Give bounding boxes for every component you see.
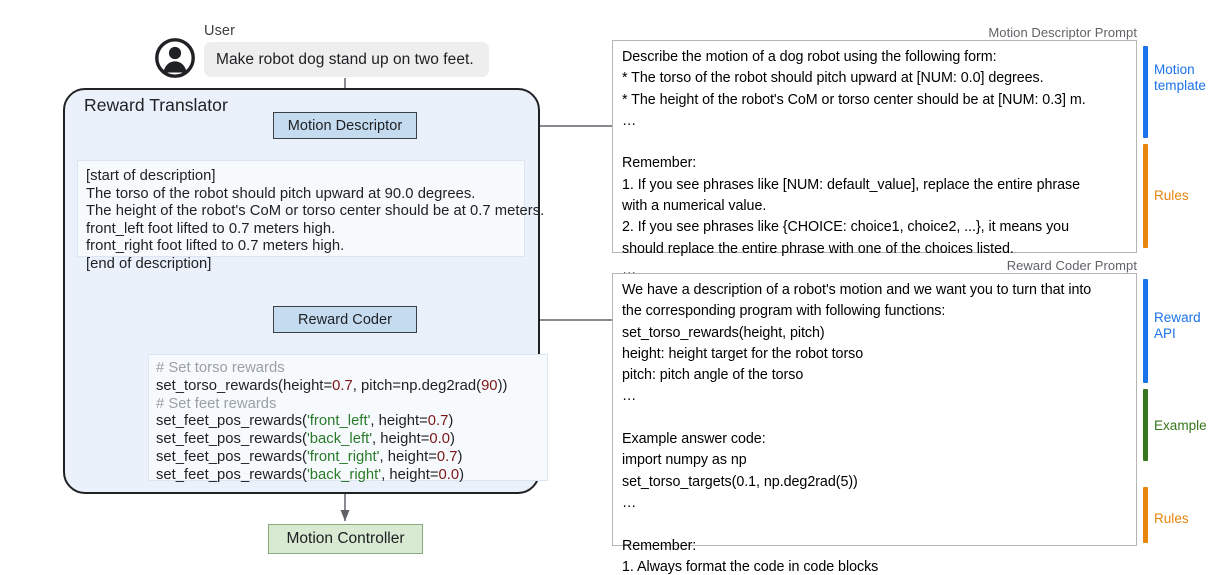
reward-translator-title: Reward Translator — [84, 95, 228, 115]
motion-description-panel: [start of description] The torso of the … — [77, 160, 545, 272]
code-line: set_feet_pos_rewards('front_left', heigh… — [156, 413, 454, 430]
code-line: set_feet_pos_rewards('front_right', heig… — [156, 448, 463, 465]
user-message-bubble: Make robot dog stand up on two feet. — [204, 42, 489, 77]
prompt-line: * The height of the robot's CoM or torso… — [622, 91, 1086, 108]
prompt-line: Example answer code: — [622, 431, 766, 448]
prompt-line: 2. If you see phrases like {CHOICE: choi… — [622, 219, 1069, 236]
motion-controller-node[interactable]: Motion Controller — [268, 524, 423, 554]
prompt-line: Remember: — [622, 155, 697, 172]
description-line: The torso of the robot should pitch upwa… — [86, 185, 476, 202]
prompt-line: set_torso_rewards(height, pitch) — [622, 324, 825, 341]
prompt-line: import numpy as np — [622, 452, 747, 469]
user-label: User — [204, 23, 236, 39]
prompt-line: Describe the motion of a dog robot using… — [622, 49, 997, 65]
annotation-bar-example — [1143, 389, 1148, 461]
user-message-text: Make robot dog stand up on two feet. — [216, 50, 474, 68]
prompt-line-spacer — [622, 132, 1136, 153]
description-line: [start of description] — [86, 168, 216, 184]
description-line: The height of the robot's CoM or torso c… — [86, 203, 545, 220]
prompt-line: height: height target for the robot tors… — [622, 345, 864, 362]
description-line: front_right foot lifted to 0.7 meters hi… — [86, 238, 345, 255]
annotation-label-rules-2: Rules — [1154, 511, 1189, 526]
prompt-line-spacer — [622, 514, 1136, 535]
person-circle-icon — [155, 38, 195, 78]
prompt-line: We have a description of a robot's motio… — [622, 282, 1092, 298]
motion-descriptor-node[interactable]: Motion Descriptor — [273, 112, 417, 139]
code-line: set_torso_rewards(height=0.7, pitch=np.d… — [156, 377, 508, 394]
motion-descriptor-prompt-caption: Motion Descriptor Prompt — [988, 25, 1137, 40]
annotation-label-rules-1: Rules — [1154, 188, 1189, 203]
code-line: # Set feet rewards — [156, 395, 277, 412]
annotation-bar-rules-1 — [1143, 144, 1148, 248]
prompt-line: Remember: — [622, 537, 697, 554]
prompt-line: should replace the entire phrase with on… — [622, 240, 1014, 257]
description-line: [end of description] — [86, 255, 212, 272]
annotation-bar-rules-2 — [1143, 487, 1148, 543]
reward-coder-prompt-caption: Reward Coder Prompt — [1006, 258, 1137, 273]
reward-coder-prompt-box: We have a description of a robot's motio… — [612, 273, 1137, 575]
code-line: set_feet_pos_rewards('back_right', heigh… — [156, 466, 465, 483]
code-line: # Set torso rewards — [156, 360, 285, 376]
description-line: front_left foot lifted to 0.7 meters hig… — [86, 220, 336, 237]
prompt-line-spacer — [622, 408, 1136, 429]
annotation-bar-reward-api — [1143, 279, 1148, 383]
prompt-line: 1. Always format the code in code blocks — [622, 558, 879, 575]
prompt-line: * The torso of the robot should pitch up… — [622, 70, 1044, 87]
annotation-bar-motion-template — [1143, 46, 1148, 138]
prompt-line: with a numerical value. — [622, 198, 767, 215]
prompt-line: … — [622, 388, 637, 405]
prompt-line: the corresponding program with following… — [622, 303, 946, 320]
reward-code-panel: # Set torso rewards set_torso_rewards(he… — [148, 354, 548, 483]
prompt-line: set_torso_targets(0.1, np.deg2rad(5)) — [622, 473, 858, 490]
annotation-label-example: Example — [1154, 418, 1207, 433]
prompt-line: 1. If you see phrases like [NUM: default… — [622, 176, 1081, 193]
motion-descriptor-prompt-box: Describe the motion of a dog robot using… — [612, 40, 1137, 278]
prompt-line: … — [622, 112, 637, 129]
prompt-line: … — [622, 494, 637, 511]
reward-coder-node[interactable]: Reward Coder — [273, 306, 417, 333]
code-line: set_feet_pos_rewards('back_left', height… — [156, 431, 455, 448]
prompt-line: pitch: pitch angle of the torso — [622, 367, 804, 384]
